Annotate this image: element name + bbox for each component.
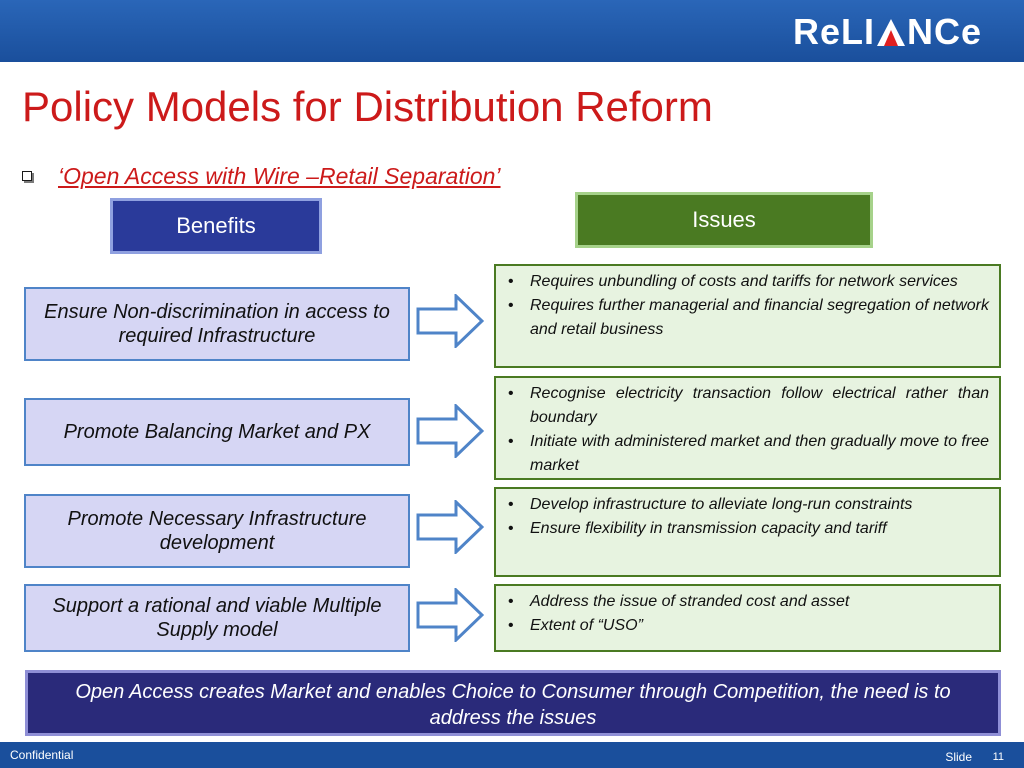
right-arrow-icon	[416, 500, 484, 554]
header-bar: ReLI NCe	[0, 0, 1024, 62]
benefit-text: Promote Necessary Infrastructure develop…	[67, 508, 367, 554]
benefit-box: Ensure Non-discrimination in access to r…	[24, 287, 410, 361]
slide-number: 11	[992, 751, 1004, 763]
issue-box: Address the issue of stranded cost and a…	[494, 584, 1001, 652]
reliance-logo: ReLI NCe	[793, 12, 982, 52]
page-title: Policy Models for Distribution Reform	[22, 83, 713, 130]
issues-header: Issues	[575, 192, 873, 248]
benefit-text: Support a rational and viable Multiple S…	[52, 595, 382, 641]
issue-box: Develop infrastructure to alleviate long…	[494, 487, 1001, 577]
conclusion-text: Open Access creates Market and enables C…	[75, 681, 951, 729]
benefit-box: Promote Balancing Market and PX	[24, 398, 410, 466]
issue-item: Requires unbundling of costs and tariffs…	[508, 270, 989, 294]
issue-list: Address the issue of stranded cost and a…	[508, 590, 989, 638]
conclusion-box: Open Access creates Market and enables C…	[25, 670, 1001, 736]
right-arrow-icon	[416, 588, 484, 642]
benefits-header: Benefits	[110, 198, 322, 254]
confidential-label: Confidential	[10, 748, 74, 762]
subtitle: ‘Open Access with Wire –Retail Separatio…	[58, 163, 501, 189]
benefits-header-label: Benefits	[176, 213, 256, 238]
benefit-text: Ensure Non-discrimination in access to r…	[44, 301, 390, 347]
right-arrow-icon	[416, 294, 484, 348]
benefit-box: Promote Necessary Infrastructure develop…	[24, 494, 410, 568]
logo-a-icon	[876, 17, 906, 47]
issue-item: Recognise electricity transaction follow…	[508, 382, 989, 430]
issue-item: Ensure flexibility in transmission capac…	[508, 517, 989, 541]
issue-item: Extent of “USO”	[508, 614, 989, 638]
issue-item: Initiate with administered market and th…	[508, 430, 989, 478]
issue-list: Recognise electricity transaction follow…	[508, 382, 989, 478]
logo-text-right: NCe	[906, 11, 982, 52]
slide-label: Slide	[945, 750, 972, 764]
issues-header-label: Issues	[692, 207, 756, 232]
issue-item: Requires further managerial and financia…	[508, 294, 989, 342]
issue-item: Address the issue of stranded cost and a…	[508, 590, 989, 614]
issue-box: Requires unbundling of costs and tariffs…	[494, 264, 1001, 368]
issue-item: Develop infrastructure to alleviate long…	[508, 493, 989, 517]
benefit-text: Promote Balancing Market and PX	[63, 421, 371, 443]
benefit-box: Support a rational and viable Multiple S…	[24, 584, 410, 652]
checkbox-square-icon	[22, 171, 32, 181]
logo-text-left: ReLI	[792, 11, 875, 52]
footer-bar: Confidential Slide 11	[0, 742, 1024, 768]
issue-list: Develop infrastructure to alleviate long…	[508, 493, 989, 541]
right-arrow-icon	[416, 404, 484, 458]
issue-list: Requires unbundling of costs and tariffs…	[508, 270, 989, 342]
issue-box: Recognise electricity transaction follow…	[494, 376, 1001, 480]
